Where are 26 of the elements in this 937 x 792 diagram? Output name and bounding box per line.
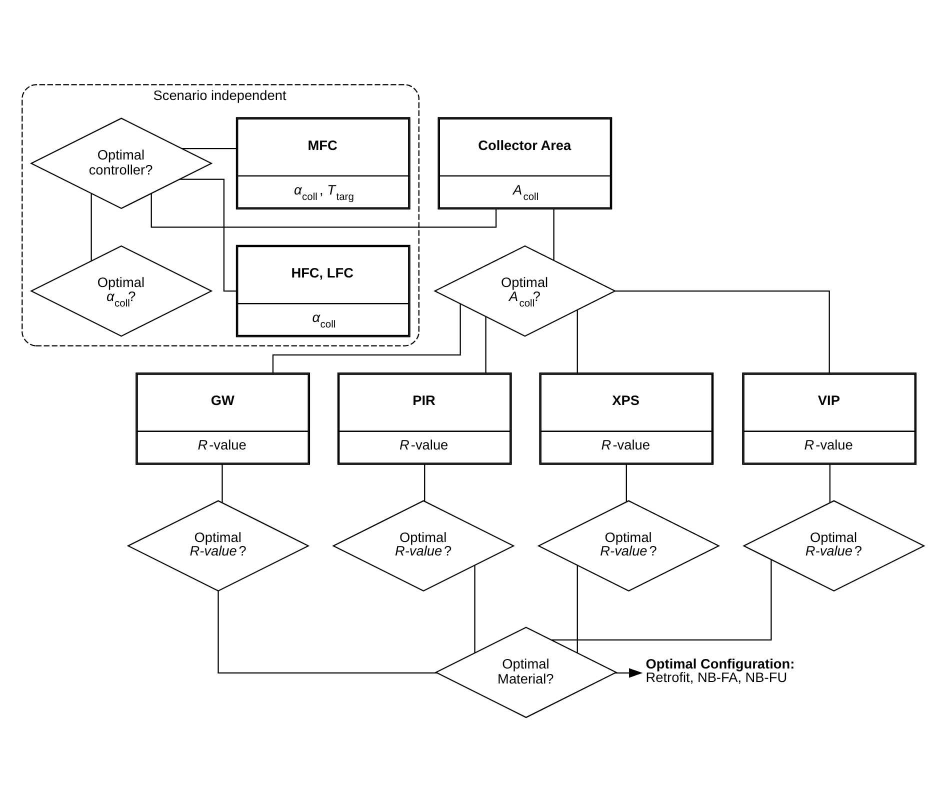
connector [551,559,772,640]
connector [272,303,461,373]
connector [576,565,578,652]
connector [626,464,627,502]
connector [90,193,92,260]
node-diamond: Optimal R-value? [332,500,515,592]
connector [424,464,426,501]
node-diamond: Optimal R-value? [126,500,310,592]
node-diamond: Optimal controller? [30,117,213,209]
connector [829,464,830,502]
connector [222,464,223,502]
connector [474,565,476,652]
node-text: Optimal Configuration: Retrofit, NB-FA, NB-FU [646,656,795,685]
connector [150,192,497,228]
connector [218,590,438,674]
connector [615,290,830,372]
node-diamond: Optimal R-value? [742,500,926,592]
node-diamond: Optimal Material? [434,626,618,718]
connector [182,147,236,149]
connector [553,208,554,260]
node-diamond: Optimal A$_{coll}$? [434,244,616,336]
arrow [615,668,643,678]
connector [576,309,578,372]
node-diamond: Optimal R-value? [537,500,720,592]
connector [485,316,486,373]
node-diamond: Optimal α$_{coll}$? [30,244,213,336]
